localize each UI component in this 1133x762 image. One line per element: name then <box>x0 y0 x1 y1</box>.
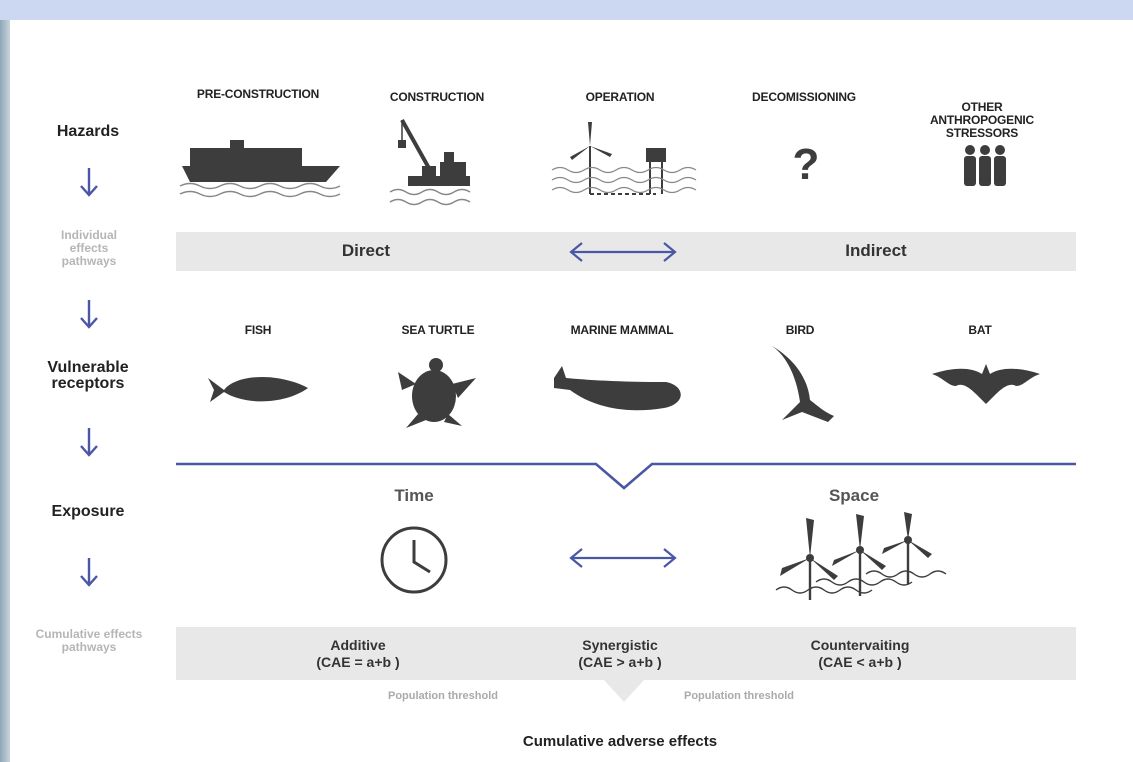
indirect-label: Indirect <box>845 241 907 260</box>
stage-receptors: Vulnerable receptors <box>47 359 129 392</box>
double-arrow-icon <box>569 548 677 568</box>
ship-icon <box>179 140 341 198</box>
receptor-turtle-label: SEA TURTLE <box>401 323 475 337</box>
down-arrow-icon <box>80 300 98 329</box>
double-arrow-icon <box>569 242 677 262</box>
offshore-wind-operation-icon <box>551 122 697 195</box>
threshold-pointer <box>604 680 644 702</box>
hazard-decom-label: DECOMISSIONING <box>752 90 856 104</box>
clock-icon <box>380 526 448 594</box>
stage-pathways: Individual effects pathways <box>60 228 117 268</box>
additive-label: Additive <box>330 637 386 653</box>
stage-exposure: Exposure <box>51 503 125 520</box>
fish-icon <box>208 376 308 402</box>
outcome-label: Cumulative adverse effects <box>522 733 718 750</box>
exposure-space-label: Space <box>828 486 880 505</box>
direct-label: Direct <box>341 241 391 260</box>
synergistic-label: Synergistic <box>582 637 658 653</box>
additive-equation: (CAE = a+b ) <box>316 654 400 670</box>
threshold-left-label: Population threshold <box>388 690 498 702</box>
synergistic-equation: (CAE > a+b ) <box>578 654 662 670</box>
countervailing-equation: (CAE < a+b ) <box>818 654 902 670</box>
bat-icon <box>932 364 1040 404</box>
people-group-icon <box>964 145 1006 186</box>
hazard-construction-label: CONSTRUCTION <box>389 90 485 104</box>
bird-icon <box>772 346 834 422</box>
receptor-fish-label: FISH <box>244 323 272 337</box>
hazard-pre-construction-label: PRE-CONSTRUCTION <box>196 87 320 101</box>
hazard-operation-label: OPERATION <box>585 90 655 104</box>
exposure-time-label: Time <box>394 486 434 505</box>
down-arrow-icon <box>80 168 98 197</box>
threshold-right-label: Population threshold <box>684 690 794 702</box>
down-arrow-icon <box>80 428 98 457</box>
countervailing-label: Countervaiting <box>810 637 910 653</box>
cumulative-band <box>176 627 1076 680</box>
stage-hazards: Hazards <box>56 123 120 140</box>
hazard-other-label: OTHER ANTHROPOGENIC STRESSORS <box>929 100 1035 140</box>
stage-cumulative: Cumulative effects pathways <box>35 627 143 654</box>
receptor-bird-label: BIRD <box>785 323 815 337</box>
sea-turtle-icon <box>398 358 476 428</box>
construction-crane-icon <box>389 119 471 206</box>
whale-icon <box>554 366 681 411</box>
receptor-mammal-label: MARINE MAMMAL <box>570 323 674 337</box>
down-arrow-icon <box>80 558 98 587</box>
question-mark-icon: ? <box>792 140 820 189</box>
wind-farm-icon <box>775 512 947 600</box>
receptor-bat-label: BAT <box>968 323 992 337</box>
exposure-divider <box>176 462 1076 490</box>
top-band <box>0 0 1133 20</box>
